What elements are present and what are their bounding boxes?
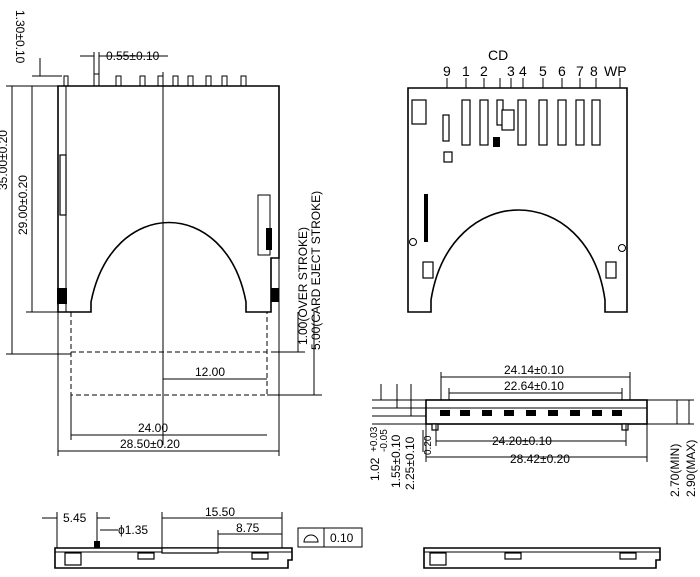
pin-label-2: 2 (480, 63, 488, 79)
pin-block-left (411, 99, 427, 125)
front-view-contacts (440, 410, 622, 416)
dim-d1-tol-minus: -0.05 (379, 429, 390, 452)
dim-top-outer: 24.14±0.10 (504, 363, 564, 377)
eject-spring (266, 228, 272, 250)
dim-body-width: 28.50±0.20 (120, 437, 180, 451)
top-view-pins (63, 73, 247, 87)
dim-d4: 0.20 (423, 435, 434, 455)
eject-lever (257, 194, 271, 256)
dim-eject-stroke: 5.00(CARD EJECT STROKE) (309, 191, 323, 350)
pin-label-6: 6 (558, 63, 566, 79)
pin-label-3: 3 (507, 63, 515, 79)
pin-label-7: 7 (576, 63, 584, 79)
dim-over-stroke: 1.00(OVER STROKE) (296, 227, 310, 345)
front-view: 24.14±0.10 22.64±0.10 24.20±0.10 28.42±0… (368, 363, 698, 497)
flatness-symbol-box (297, 527, 363, 548)
dim-d2: 1.55±0.10 (389, 434, 403, 488)
dim-top-inner: 22.64±0.10 (504, 379, 564, 393)
pin-label-1: 1 (462, 63, 470, 79)
dim-5-45: 5.45 (63, 511, 87, 525)
dim-15-50: 15.50 (205, 505, 235, 519)
side-view-body-left (54, 547, 293, 569)
bottom-view-contacts (442, 99, 601, 147)
side-view: 5.45 ϕ1.35 15.50 8.75 0.10 (42, 505, 363, 569)
dim-8-75: 8.75 (236, 521, 260, 535)
side-view-body-right (423, 547, 661, 569)
pin-label-9: 9 (443, 63, 451, 79)
flatness-icon (303, 534, 319, 543)
dim-card-width: 24.00 (138, 421, 168, 435)
dim-half-width: 12.00 (195, 365, 225, 379)
dim-d1: 1.02 (368, 457, 382, 481)
pin-label-5: 5 (539, 63, 547, 79)
top-view: 1.30±0.10 0.55±0.10 35.00±0.20 29.00±0.2… (0, 10, 323, 456)
dim-pin-width: 0.55±0.10 (106, 49, 160, 63)
top-view-body-outline (57, 85, 280, 313)
side-view-right (423, 547, 661, 569)
left-slot (59, 154, 67, 216)
dim-bottom-inner: 24.20±0.10 (492, 434, 552, 448)
inserted-card-outline (70, 312, 268, 396)
bottom-view-body-outline (407, 87, 628, 313)
left-latch (57, 288, 67, 304)
pin-label-wp: WP (604, 63, 627, 79)
dim-bottom-outer: 28.42±0.20 (510, 452, 570, 466)
dim-pin-height: 1.30±0.10 (13, 10, 27, 64)
dim-length-total: 35.00±0.20 (0, 130, 10, 190)
dim-d3: 2.25±0.10 (403, 436, 417, 490)
bottom-view: 9 1 2 CD 3 4 5 6 7 8 WP (407, 47, 628, 313)
dim-diameter: ϕ1.35 (118, 523, 148, 537)
pin-label-8: 8 (590, 63, 598, 79)
right-latch (271, 288, 279, 302)
dim-d1-tol-plus: +0.03 (369, 426, 380, 452)
dim-length-inner: 29.00±0.20 (16, 175, 30, 235)
flatness-value: 0.10 (330, 531, 354, 545)
front-view-body (425, 399, 648, 425)
dim-height-max: 2.90(MAX) (684, 440, 698, 497)
bottom-view-pin-leads (446, 78, 621, 88)
pin-label-cd: CD (488, 47, 508, 63)
pin-label-4: 4 (519, 63, 527, 79)
dim-height-min: 2.70(MIN) (668, 444, 682, 497)
guide-rail (424, 194, 428, 242)
